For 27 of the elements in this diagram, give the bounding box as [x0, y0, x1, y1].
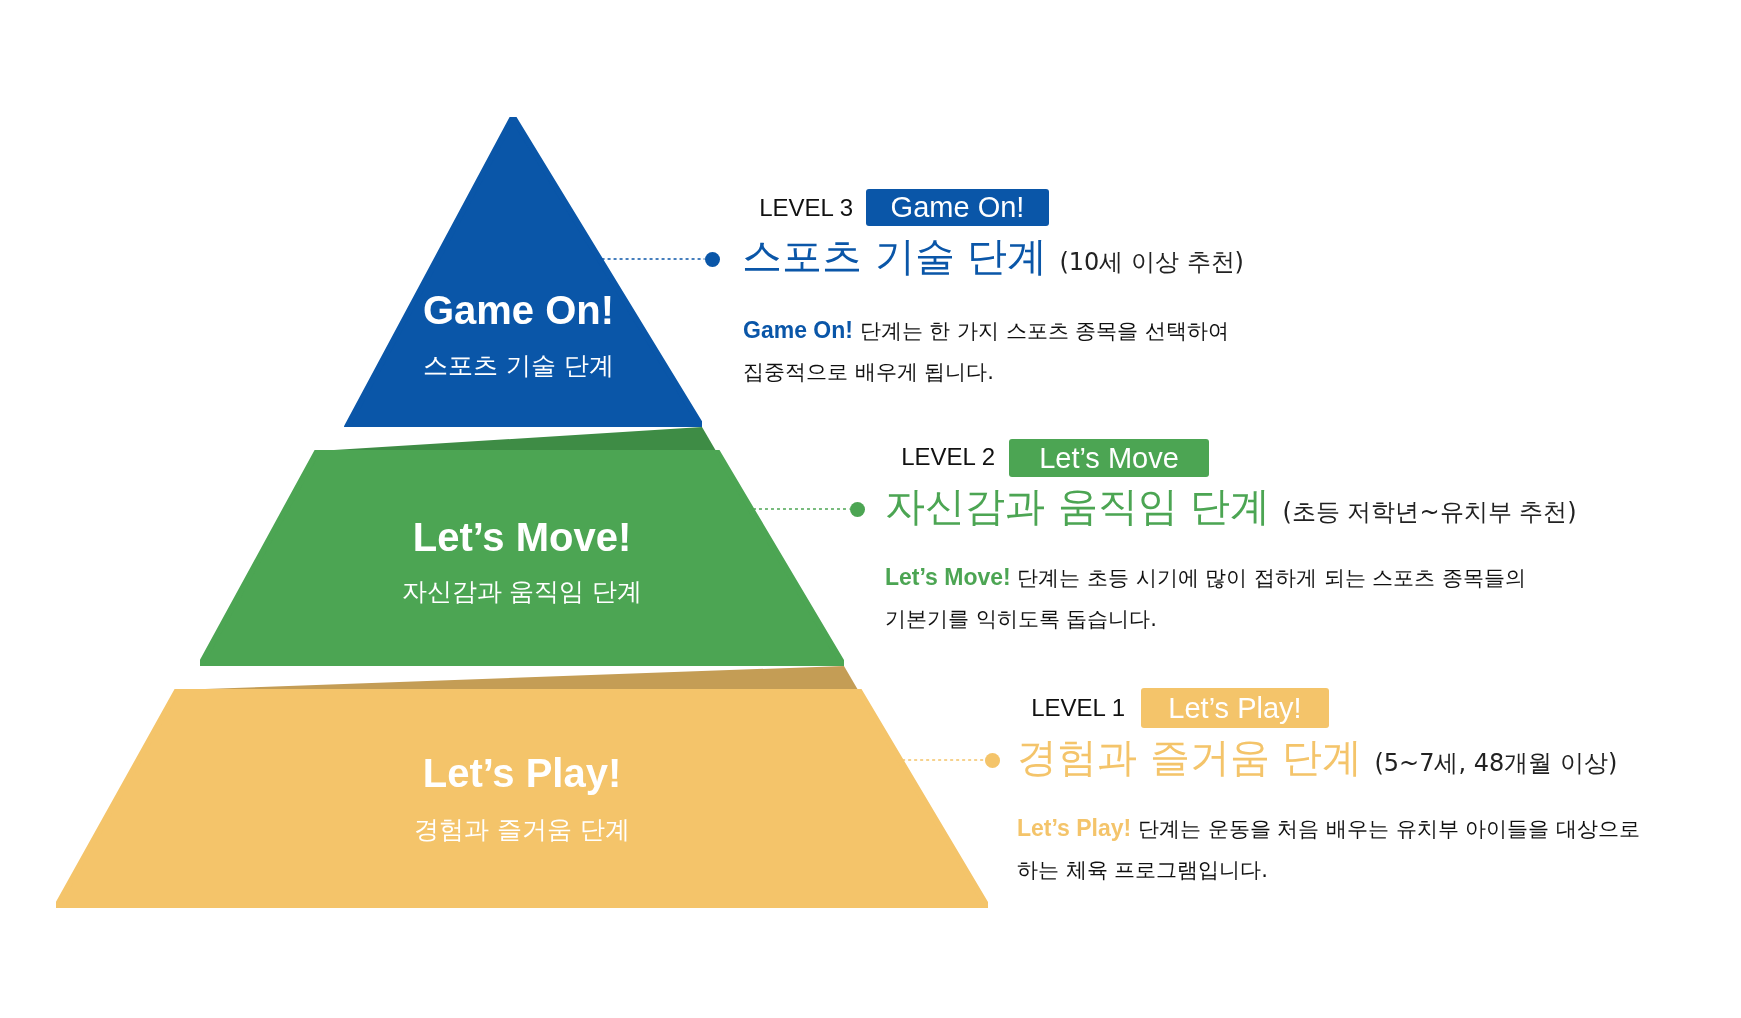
tier-subtitle: 자신감과 움직임 단계: [400, 576, 644, 608]
level-badge: Game On!: [866, 189, 1049, 226]
pyramid-tier: [200, 450, 844, 666]
tier-title: Let’s Move!: [411, 515, 633, 560]
leader-dot: [984, 752, 1000, 768]
level-label: LEVEL 3: [759, 194, 853, 222]
stage-title: 스포츠 기술 단계: [742, 231, 1048, 281]
description: Let’s Play! 단계는 운동을 처음 배우는 유치부 아이들을 대상으로 하는 체육 프로그램입니다.: [1017, 814, 1641, 884]
age-note: (10세 이상 추천): [1059, 246, 1244, 278]
level-label: LEVEL 1: [1031, 694, 1125, 722]
stage-title: 자신감과 움직임 단계: [885, 481, 1271, 531]
description: Game On! 단계는 한 가지 스포츠 종목을 선택하여 집중적으로 배우게 됩니다.: [743, 316, 1230, 386]
leader-dot: [849, 501, 865, 517]
tier-title: Let’s Play!: [421, 751, 623, 796]
leader-line: [901, 759, 986, 761]
tier-subtitle: 스포츠 기술 단계: [422, 350, 615, 382]
pyramid-tier: [56, 689, 988, 908]
level-badge: Let’s Move: [1009, 439, 1209, 477]
stage-title: 경험과 즐거움 단계: [1017, 732, 1363, 782]
level-label: LEVEL 2: [901, 443, 995, 471]
description: Let’s Move! 단계는 초등 시기에 많이 접하게 되는 스포츠 종목들의 기본기를 익히도록 돕습니다.: [885, 563, 1528, 633]
tier-subtitle: 경험과 즐거움 단계: [413, 814, 631, 846]
age-note: (5~7세, 48개월 이상): [1374, 747, 1618, 779]
tier-title: Game On!: [421, 288, 616, 333]
age-note: (초등 저학년~유치부 추천): [1282, 496, 1577, 528]
level-badge: Let’s Play!: [1141, 688, 1329, 728]
leader-dot: [704, 251, 720, 267]
